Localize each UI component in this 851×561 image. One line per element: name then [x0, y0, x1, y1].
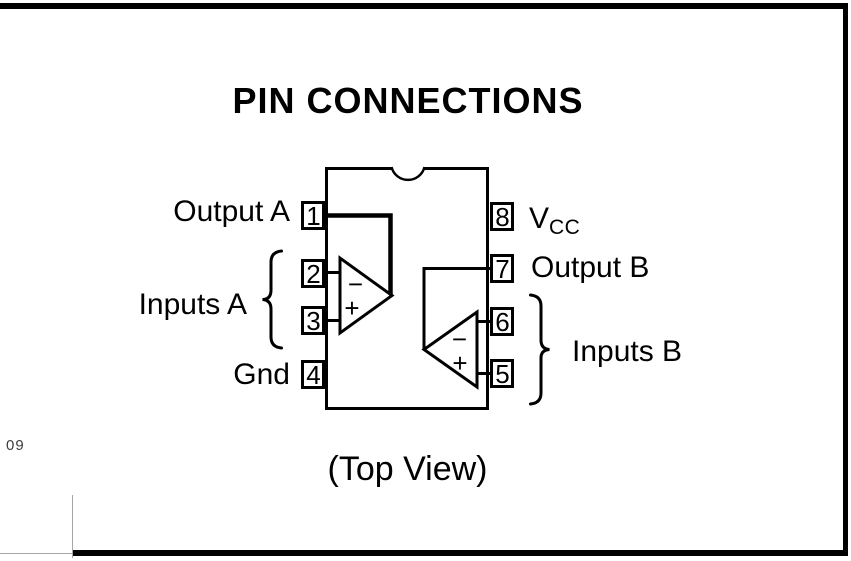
- pins56-label-inputs-b: Inputs B: [572, 335, 683, 368]
- pin3-number: 3: [306, 306, 321, 336]
- pin2-box: [301, 259, 325, 288]
- pin7-box: [490, 254, 514, 283]
- pin1-box: [301, 201, 325, 230]
- figure-title: PIN CONNECTIONS: [232, 80, 584, 121]
- vcc-subscript-text: CC: [549, 216, 581, 239]
- pin8-number: 8: [495, 202, 510, 232]
- opamp-b-noninverting-plus-icon: +: [452, 348, 467, 378]
- figure-frame-top-border: [0, 3, 848, 9]
- page-divider-horizontal: [0, 553, 72, 554]
- pin5-box: [490, 359, 514, 388]
- inputs-a-left-brace-icon: [262, 249, 283, 350]
- opamp-b-triangle-icon: [421, 309, 479, 390]
- margin-note: 09: [6, 437, 25, 454]
- pin4-box: [301, 360, 325, 389]
- pin6-number: 6: [495, 307, 510, 337]
- opamp-a-triangle-icon: [338, 255, 395, 336]
- pin7-label-output-b: Output B: [531, 251, 650, 284]
- opamp-b-output-trace: [422, 267, 491, 350]
- pins23-label-inputs-a: Inputs A: [138, 288, 247, 321]
- pin4-label-gnd: Gnd: [233, 358, 290, 391]
- pin8-box: [490, 202, 514, 231]
- page-divider-vertical: [72, 495, 73, 558]
- inputs-b-right-brace-icon: [529, 293, 550, 406]
- top-view-caption: (Top View): [327, 450, 488, 488]
- pin8-label-vcc: VCC: [529, 202, 581, 240]
- pin4-number: 4: [306, 360, 321, 390]
- vcc-base-text: V: [529, 202, 550, 235]
- pin6-box: [490, 307, 514, 336]
- opamp-a-noninverting-plus-icon: +: [344, 293, 359, 323]
- figure-frame-right-border: [843, 3, 848, 556]
- pin3-box: [301, 306, 325, 335]
- pin5-number: 5: [495, 359, 510, 389]
- opamp-a-output-trace: [325, 213, 393, 294]
- pin2-number: 2: [306, 259, 321, 289]
- pin1-label-output-a: Output A: [173, 195, 290, 228]
- opamp-b-inverting-minus-icon: −: [452, 324, 467, 354]
- pin1-number: 1: [306, 201, 321, 231]
- opamp-a-inverting-minus-icon: −: [348, 269, 363, 299]
- figure-frame-bottom-border: [72, 550, 848, 556]
- pin1-notch-icon: [390, 166, 426, 182]
- pin7-number: 7: [495, 254, 510, 284]
